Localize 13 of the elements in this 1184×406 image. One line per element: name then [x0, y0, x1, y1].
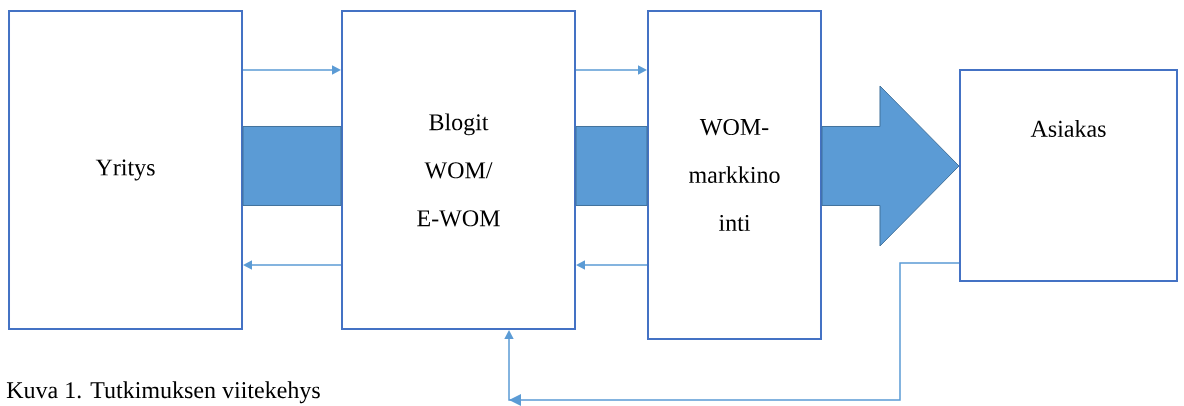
band — [575, 126, 648, 206]
process-box: Yritys — [8, 10, 243, 330]
caption: Kuva 1. Tutkimuksen viitekehys — [6, 381, 320, 404]
arrow — [243, 260, 342, 270]
block-arrow — [821, 85, 960, 247]
process-box: Asiakas — [959, 69, 1178, 282]
arrow — [242, 65, 341, 75]
band — [242, 126, 342, 206]
process-box: WOM- markkino inti — [647, 10, 822, 340]
process-box: Blogit WOM/ E-WOM — [341, 10, 576, 330]
arrow — [504, 262, 960, 406]
arrow — [575, 65, 647, 75]
arrow — [576, 260, 648, 270]
